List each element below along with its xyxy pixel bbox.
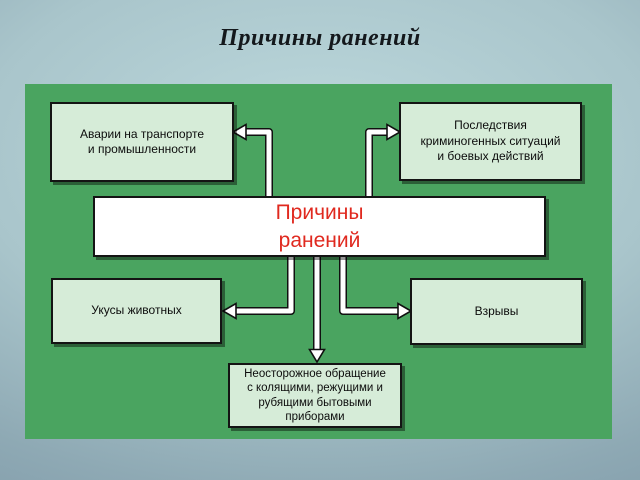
slide-title: Причины ранений: [219, 25, 421, 51]
diagram-box-careless-handling: Неосторожное обращение с колящими, режущ…: [228, 363, 402, 428]
diagram-box-animal-bites: Укусы животных: [51, 278, 222, 344]
diagram-box-criminal-situations: Последствия криминогенных ситуаций и бое…: [399, 102, 582, 181]
diagram-center-box-wound-causes: Причины ранений: [93, 196, 546, 257]
diagram-box-explosions: Взрывы: [410, 278, 583, 345]
diagram-box-transport-accidents: Аварии на транспорте и промышленности: [50, 102, 234, 182]
